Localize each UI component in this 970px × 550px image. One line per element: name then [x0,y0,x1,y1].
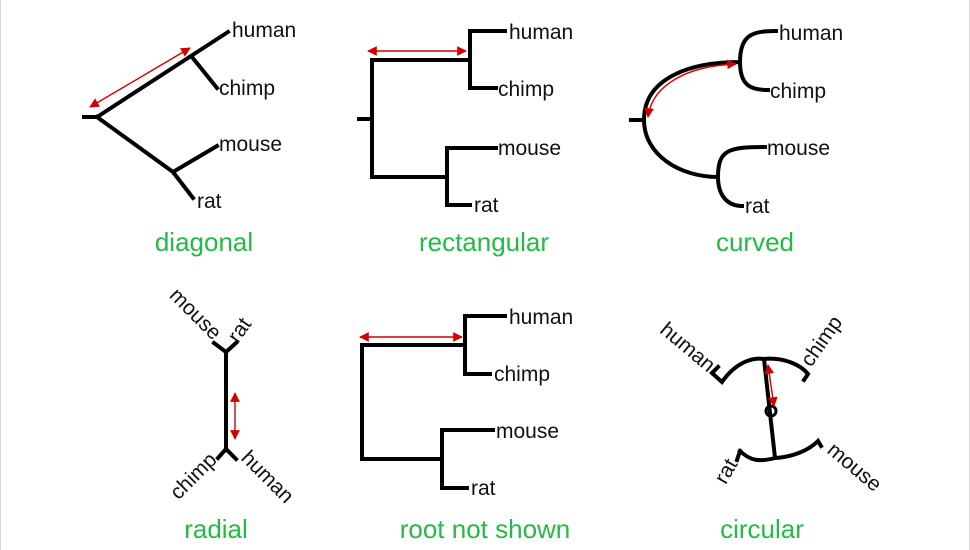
left-border [0,0,1,550]
caption-root-not-shown: root not shown [400,514,571,544]
leaf-label-chimp: chimp [498,78,554,101]
caption-radial: radial [184,514,248,544]
leaf-label-rat: rat [745,195,770,218]
panel-radial: mouse rat chimp human radial [165,284,298,544]
caption-curved: curved [716,227,794,257]
curved-branch-length-arrow [644,59,737,118]
caption-circular: circular [720,514,804,544]
root-not-shown-branches [360,314,507,490]
caption-diagonal: diagonal [155,227,253,257]
leaf-label-mouse: mouse [823,438,886,496]
leaf-label-mouse: mouse [219,133,282,156]
rectangular-branches [357,29,507,207]
panel-diagonal: human chimp mouse rat diagonal [82,19,296,257]
leaf-label-human: human [509,306,573,329]
leaf-label-chimp: chimp [219,77,275,100]
leaf-label-mouse: mouse [767,137,830,160]
leaf-label-rat: rat [197,190,222,213]
leaf-label-mouse: mouse [165,284,226,345]
panel-root-not-shown: human chimp mouse rat root not shown [359,306,573,544]
leaf-label-human: human [232,19,296,42]
leaf-label-chimp: chimp [166,448,222,504]
leaf-label-chimp: chimp [494,363,550,386]
circular-branches [709,356,824,463]
leaf-label-rat: rat [474,194,499,217]
leaf-label-chimp: chimp [796,312,847,371]
leaf-label-mouse: mouse [498,137,561,160]
leaf-label-chimp: chimp [770,80,826,103]
leaf-label-human: human [656,318,720,377]
leaf-label-mouse: mouse [496,420,559,443]
leaf-label-human: human [779,22,843,45]
circular-branch-length-arrow [764,364,778,407]
leaf-label-rat: rat [471,477,496,500]
panel-curved: human chimp mouse rat curved [629,22,843,257]
leaf-label-rat: rat [223,313,256,346]
radial-branches [211,340,239,462]
caption-rectangular: rectangular [419,227,549,257]
panel-rectangular: human chimp mouse rat rectangular [357,21,573,257]
leaf-label-human: human [509,21,573,44]
leaf-label-human: human [236,446,298,508]
curved-branches [629,28,779,209]
diagonal-branches [82,29,231,201]
panel-circular: human chimp rat mouse circular [656,312,886,544]
diagonal-branch-length-arrow [89,47,191,108]
